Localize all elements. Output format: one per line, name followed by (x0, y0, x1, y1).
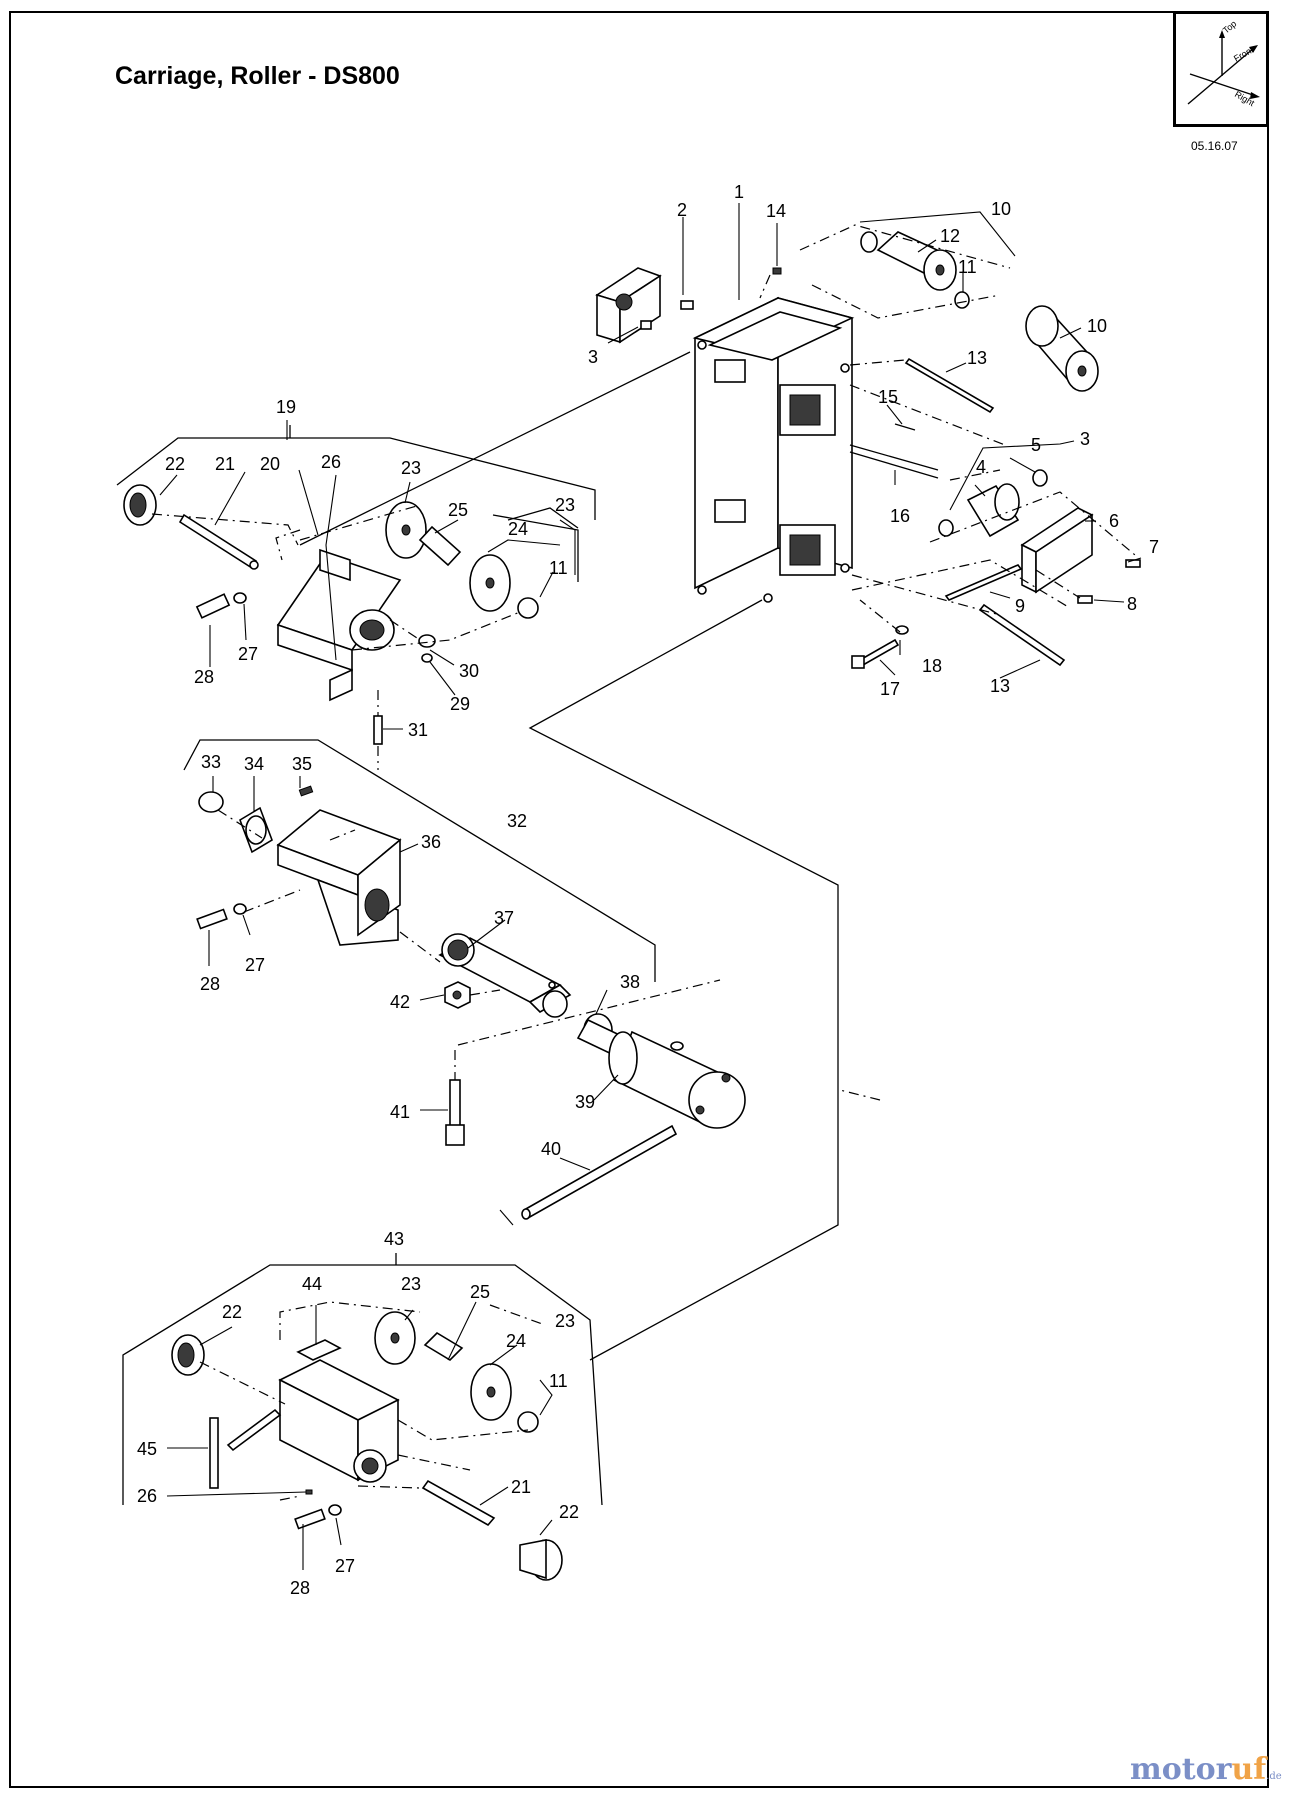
callout-36: 36 (421, 832, 441, 852)
callout-32: 32 (507, 811, 527, 831)
callout-43: 43 (384, 1229, 404, 1249)
nut-42 (444, 981, 471, 1009)
pin-13-lower (978, 603, 1066, 667)
callout-27: 27 (238, 644, 258, 664)
callout-16: 16 (890, 506, 910, 526)
callout-34: 34 (244, 754, 264, 774)
callout-29: 29 (450, 694, 470, 714)
screw-part-14 (772, 267, 782, 275)
callout-2: 2 (677, 200, 687, 220)
watermark-logo: motoruf.de (1130, 1752, 1282, 1787)
bolt-41 (445, 1079, 465, 1146)
callout-28: 28 (200, 974, 220, 994)
logo-part-b: uf (1231, 1752, 1267, 1787)
callout-26: 26 (321, 452, 341, 472)
callout-23: 23 (555, 1311, 575, 1331)
callout-10: 10 (991, 199, 1011, 219)
callout-15: 15 (878, 387, 898, 407)
callout-14: 14 (766, 201, 786, 221)
screw-15 (894, 423, 916, 431)
callout-24: 24 (506, 1331, 526, 1351)
callout-27: 27 (245, 955, 265, 975)
orientation-axes-icon: Top Front Right (1187, 19, 1260, 108)
callout-26: 26 (137, 1486, 157, 1506)
callout-31: 31 (408, 720, 428, 740)
callout-17: 17 (880, 679, 900, 699)
logo-part-c: .de (1266, 1771, 1282, 1782)
callout-41: 41 (390, 1102, 410, 1122)
callout-39: 39 (575, 1092, 595, 1112)
callout-44: 44 (302, 1274, 322, 1294)
lower-roller-housing (171, 1311, 563, 1581)
key-part-2 (680, 300, 694, 310)
callout-18: 18 (922, 656, 942, 676)
carriage-frame (692, 296, 855, 603)
callout-20: 20 (260, 454, 280, 474)
bolt-17-and-washer-18 (851, 625, 909, 669)
bushing-38-and-tube-39 (576, 1013, 746, 1129)
callout-19: 19 (276, 397, 296, 417)
side-roller-assembly (938, 469, 1141, 604)
callout-23: 23 (401, 458, 421, 478)
callout-33: 33 (201, 752, 221, 772)
callout-5: 5 (1031, 435, 1041, 455)
upper-roller-housing (123, 484, 539, 745)
callout-37: 37 (494, 908, 514, 928)
callout-45: 45 (137, 1439, 157, 1459)
callout-13: 13 (967, 348, 987, 368)
key-part-3 (640, 320, 652, 330)
threaded-rod-40 (521, 1124, 678, 1220)
callout-23: 23 (555, 495, 575, 515)
callout-30: 30 (459, 661, 479, 681)
page-frame (9, 11, 1269, 1788)
callout-11: 11 (549, 558, 568, 578)
roller-upper (860, 231, 970, 309)
callout-3: 3 (588, 347, 598, 367)
logo-part-a: motor (1130, 1752, 1232, 1787)
middle-carriage-housing (196, 785, 402, 946)
orientation-indicator: Top Front Right (1173, 11, 1269, 127)
callout-12: 12 (940, 226, 960, 246)
upper-bracket (595, 267, 662, 344)
callout-6: 6 (1109, 511, 1119, 531)
callout-1: 1 (734, 182, 744, 202)
callout-21: 21 (511, 1477, 531, 1497)
callout-25: 25 (448, 500, 468, 520)
roller-right (1025, 305, 1099, 392)
callout-27: 27 (335, 1556, 355, 1576)
callout-28: 28 (290, 1578, 310, 1598)
callout-3: 3 (1080, 429, 1090, 449)
callout-23: 23 (401, 1274, 421, 1294)
callout-9: 9 (1015, 596, 1025, 616)
callout-4: 4 (976, 457, 986, 477)
revision-date: 05.16.07 (1191, 139, 1238, 153)
callout-38: 38 (620, 972, 640, 992)
callout-42: 42 (390, 992, 410, 1012)
callout-24: 24 (508, 519, 528, 539)
pinion-shaft-37 (438, 933, 572, 1018)
callout-25: 25 (470, 1282, 490, 1302)
shaft-16 (849, 444, 939, 471)
callout-28: 28 (194, 667, 214, 687)
callout-21: 21 (215, 454, 235, 474)
callout-22: 22 (559, 1502, 579, 1522)
callout-10: 10 (1087, 316, 1107, 336)
page-title: Carriage, Roller - DS800 (115, 62, 400, 90)
pin-13-upper (904, 357, 995, 414)
callout-22: 22 (222, 1302, 242, 1322)
callout-13: 13 (990, 676, 1010, 696)
callout-40: 40 (541, 1139, 561, 1159)
callout-7: 7 (1149, 537, 1159, 557)
callout-11: 11 (958, 257, 977, 277)
callout-11: 11 (549, 1371, 568, 1391)
callout-22: 22 (165, 454, 185, 474)
callout-35: 35 (292, 754, 312, 774)
callout-8: 8 (1127, 594, 1137, 614)
